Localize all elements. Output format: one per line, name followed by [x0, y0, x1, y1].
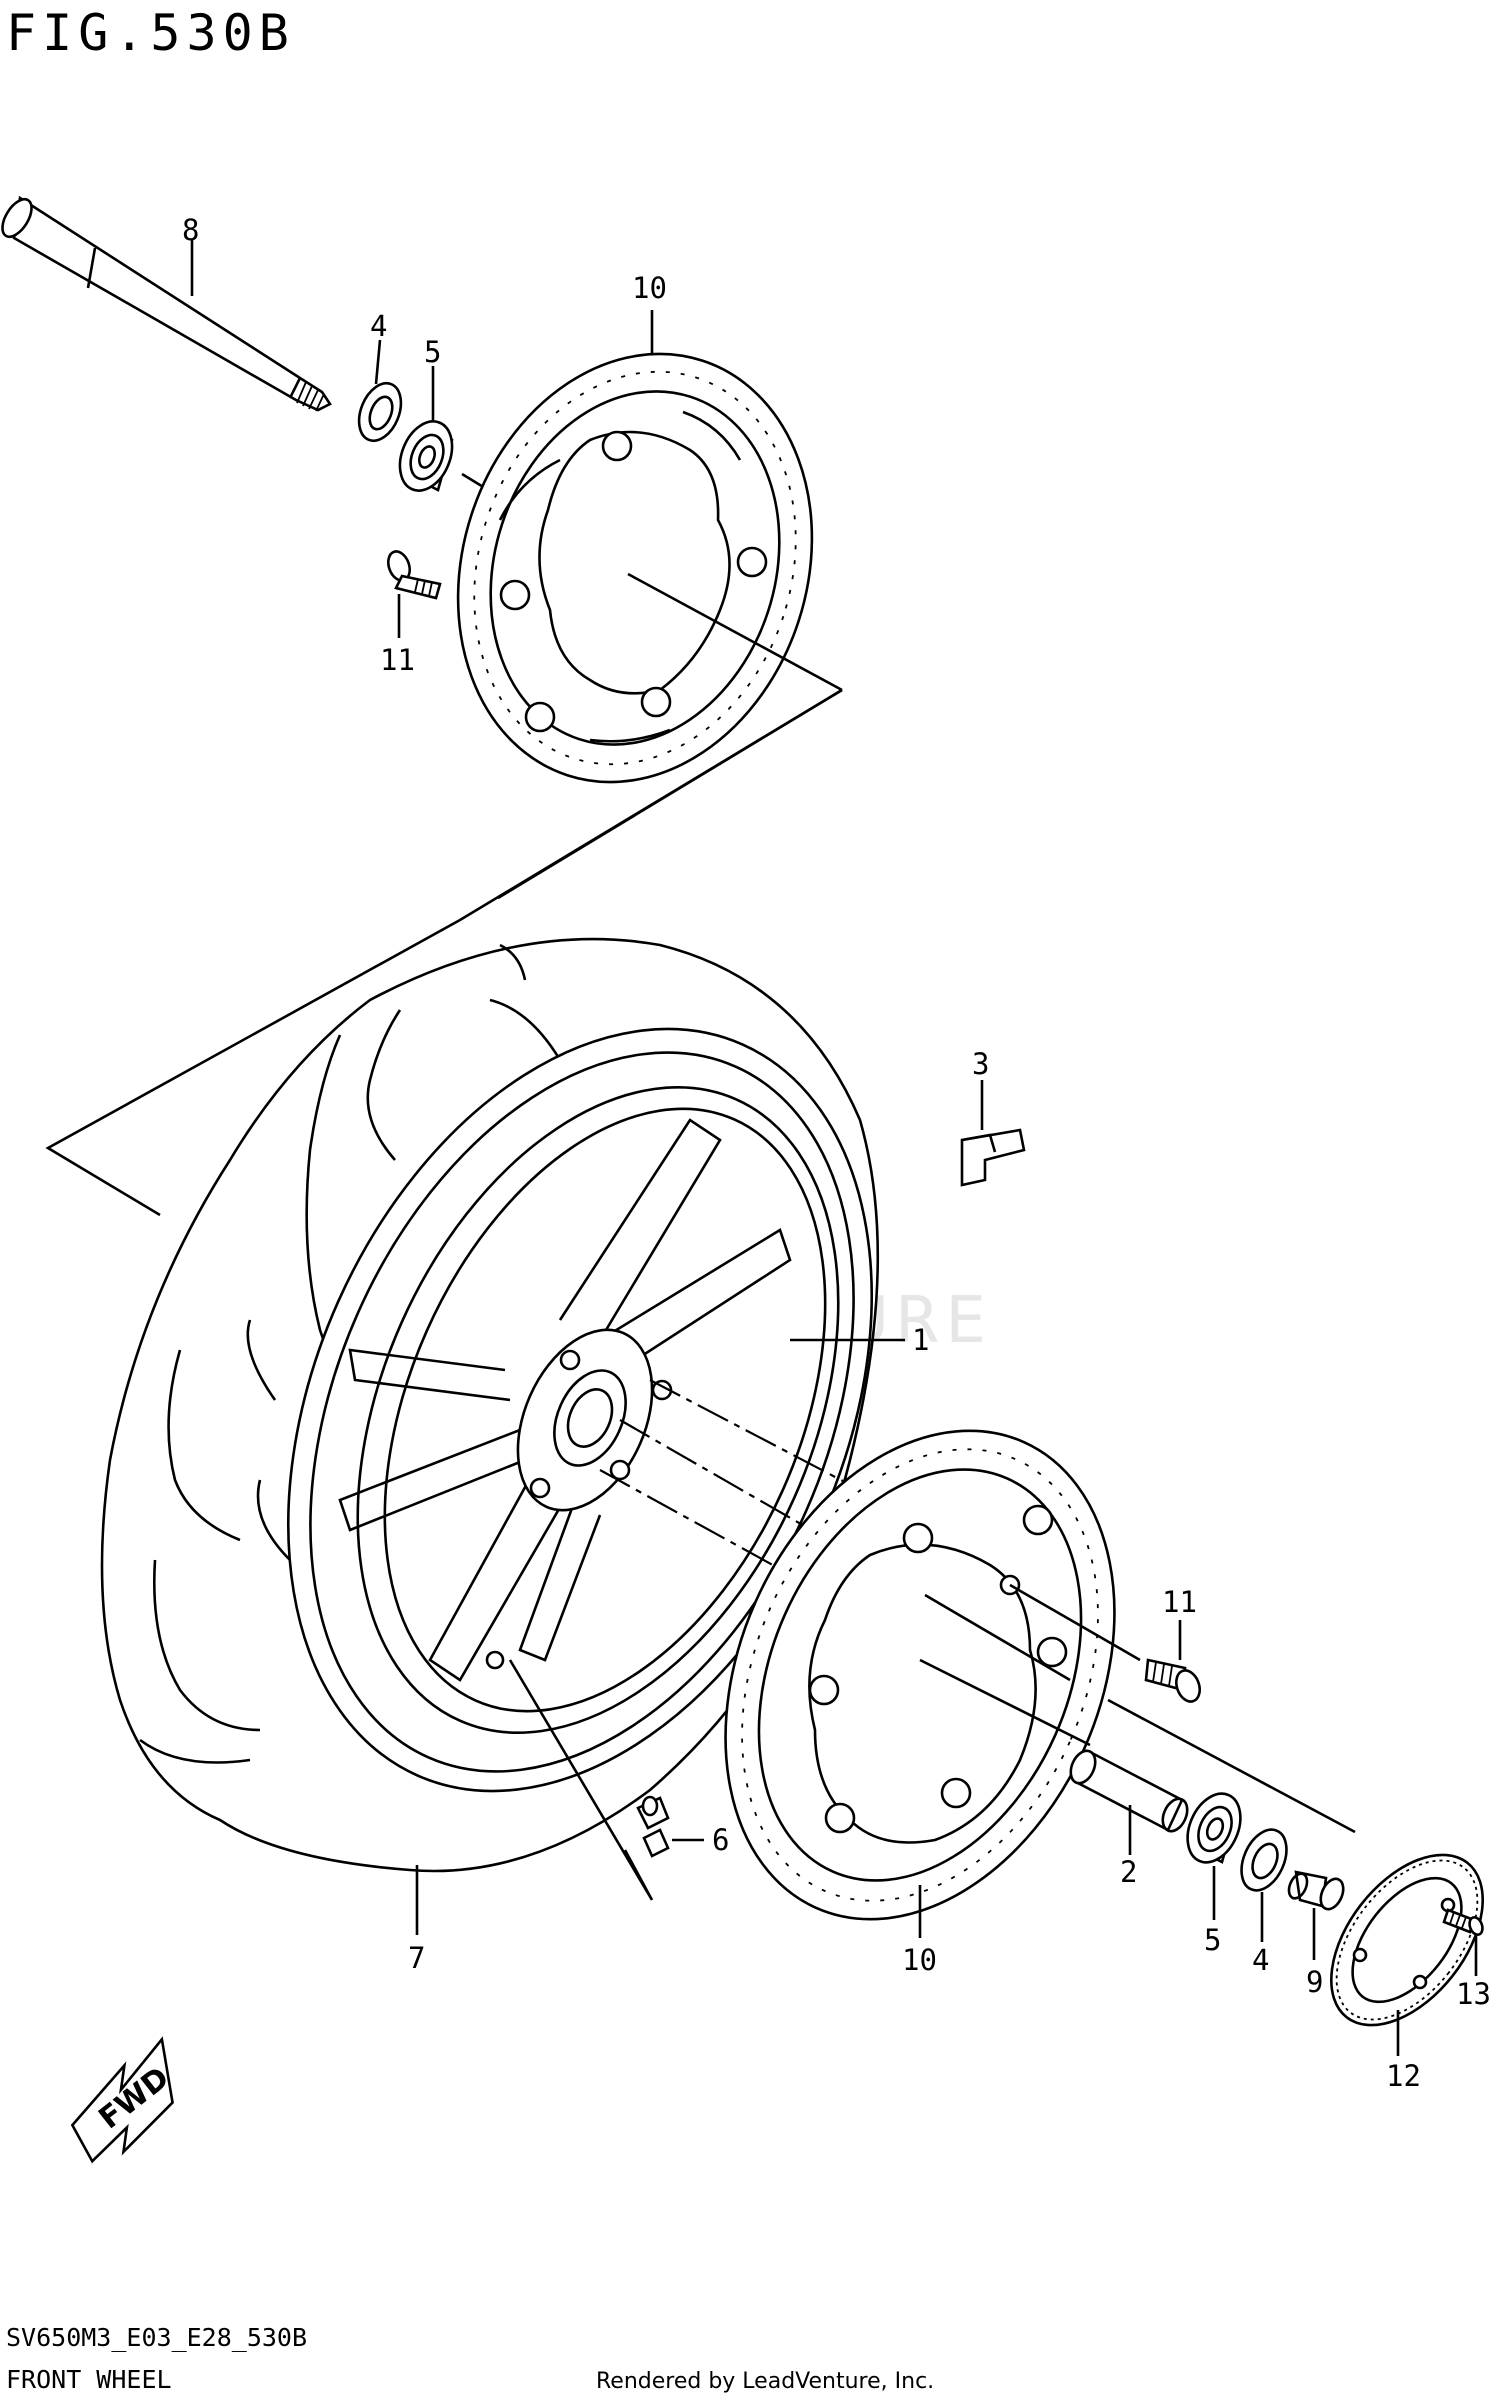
callout-5-bottom[interactable]: 5 — [1204, 1923, 1221, 1957]
figure-title: FIG.530B — [6, 4, 295, 62]
render-credit: Rendered by LeadVenture, Inc. — [596, 2369, 934, 2394]
sensor-rotor[interactable] — [1301, 1827, 1500, 2053]
centerline-c — [599, 1469, 801, 1581]
balancer-weight[interactable] — [960, 1128, 1026, 1187]
explode-line-b — [497, 688, 843, 900]
tire-valve[interactable] — [636, 1795, 670, 1858]
rotor-screw[interactable] — [1442, 1908, 1485, 1937]
centerline-a — [649, 1379, 861, 1491]
axle-line-bottom-3 — [919, 1658, 1091, 1747]
callout-7[interactable]: 7 — [408, 1941, 425, 1975]
wheel-rim[interactable] — [175, 937, 985, 1883]
bearing-top[interactable] — [390, 414, 461, 499]
callout-11-bottom[interactable]: 11 — [1162, 1585, 1197, 1619]
fwd-direction-badge: FWD — [70, 2036, 176, 2164]
callout-2[interactable]: 2 — [1120, 1855, 1137, 1889]
callout-11-top[interactable]: 11 — [380, 643, 415, 677]
callout-3[interactable]: 3 — [972, 1047, 989, 1081]
section-title: FRONT WHEEL — [6, 2365, 172, 2394]
explode-line-c — [45, 918, 461, 1217]
disc-bolt-top[interactable] — [384, 548, 442, 600]
oil-seal-top[interactable] — [351, 377, 409, 447]
leader-6-wheel — [508, 1659, 654, 1901]
axle-line-bottom-1 — [924, 1593, 1071, 1682]
front-axle[interactable] — [0, 194, 332, 412]
callout-10-top[interactable]: 10 — [632, 271, 667, 305]
leader-10-top — [627, 572, 843, 692]
bearing-bottom[interactable] — [1177, 1785, 1250, 1870]
centerline-b — [619, 1419, 821, 1536]
leader-4-top — [374, 339, 382, 385]
axle-spacer[interactable] — [1066, 1747, 1192, 1835]
callout-9[interactable]: 9 — [1306, 1965, 1323, 1999]
callout-12[interactable]: 12 — [1386, 2059, 1421, 2093]
callout-8[interactable]: 8 — [182, 213, 199, 247]
callout-5-top[interactable]: 5 — [424, 335, 441, 369]
callout-6[interactable]: 6 — [712, 1823, 729, 1857]
axle-line-bottom-2 — [1107, 1698, 1356, 1834]
callout-4-bottom[interactable]: 4 — [1252, 1943, 1269, 1977]
callout-10-bottom[interactable]: 10 — [902, 1943, 937, 1977]
brake-disc-bottom[interactable] — [652, 1369, 1188, 1981]
callout-4-top[interactable]: 4 — [370, 309, 387, 343]
oil-seal-bottom[interactable] — [1233, 1823, 1296, 1898]
callout-13[interactable]: 13 — [1456, 1977, 1491, 2011]
callout-1[interactable]: 1 — [912, 1323, 929, 1357]
bolt-line-bottom — [1009, 1583, 1141, 1662]
model-code: SV650M3_E03_E28_530B — [6, 2323, 307, 2352]
brake-disc-top[interactable] — [404, 308, 866, 829]
collar[interactable] — [1285, 1870, 1347, 1913]
disc-bolt-bottom[interactable] — [1144, 1658, 1204, 1705]
